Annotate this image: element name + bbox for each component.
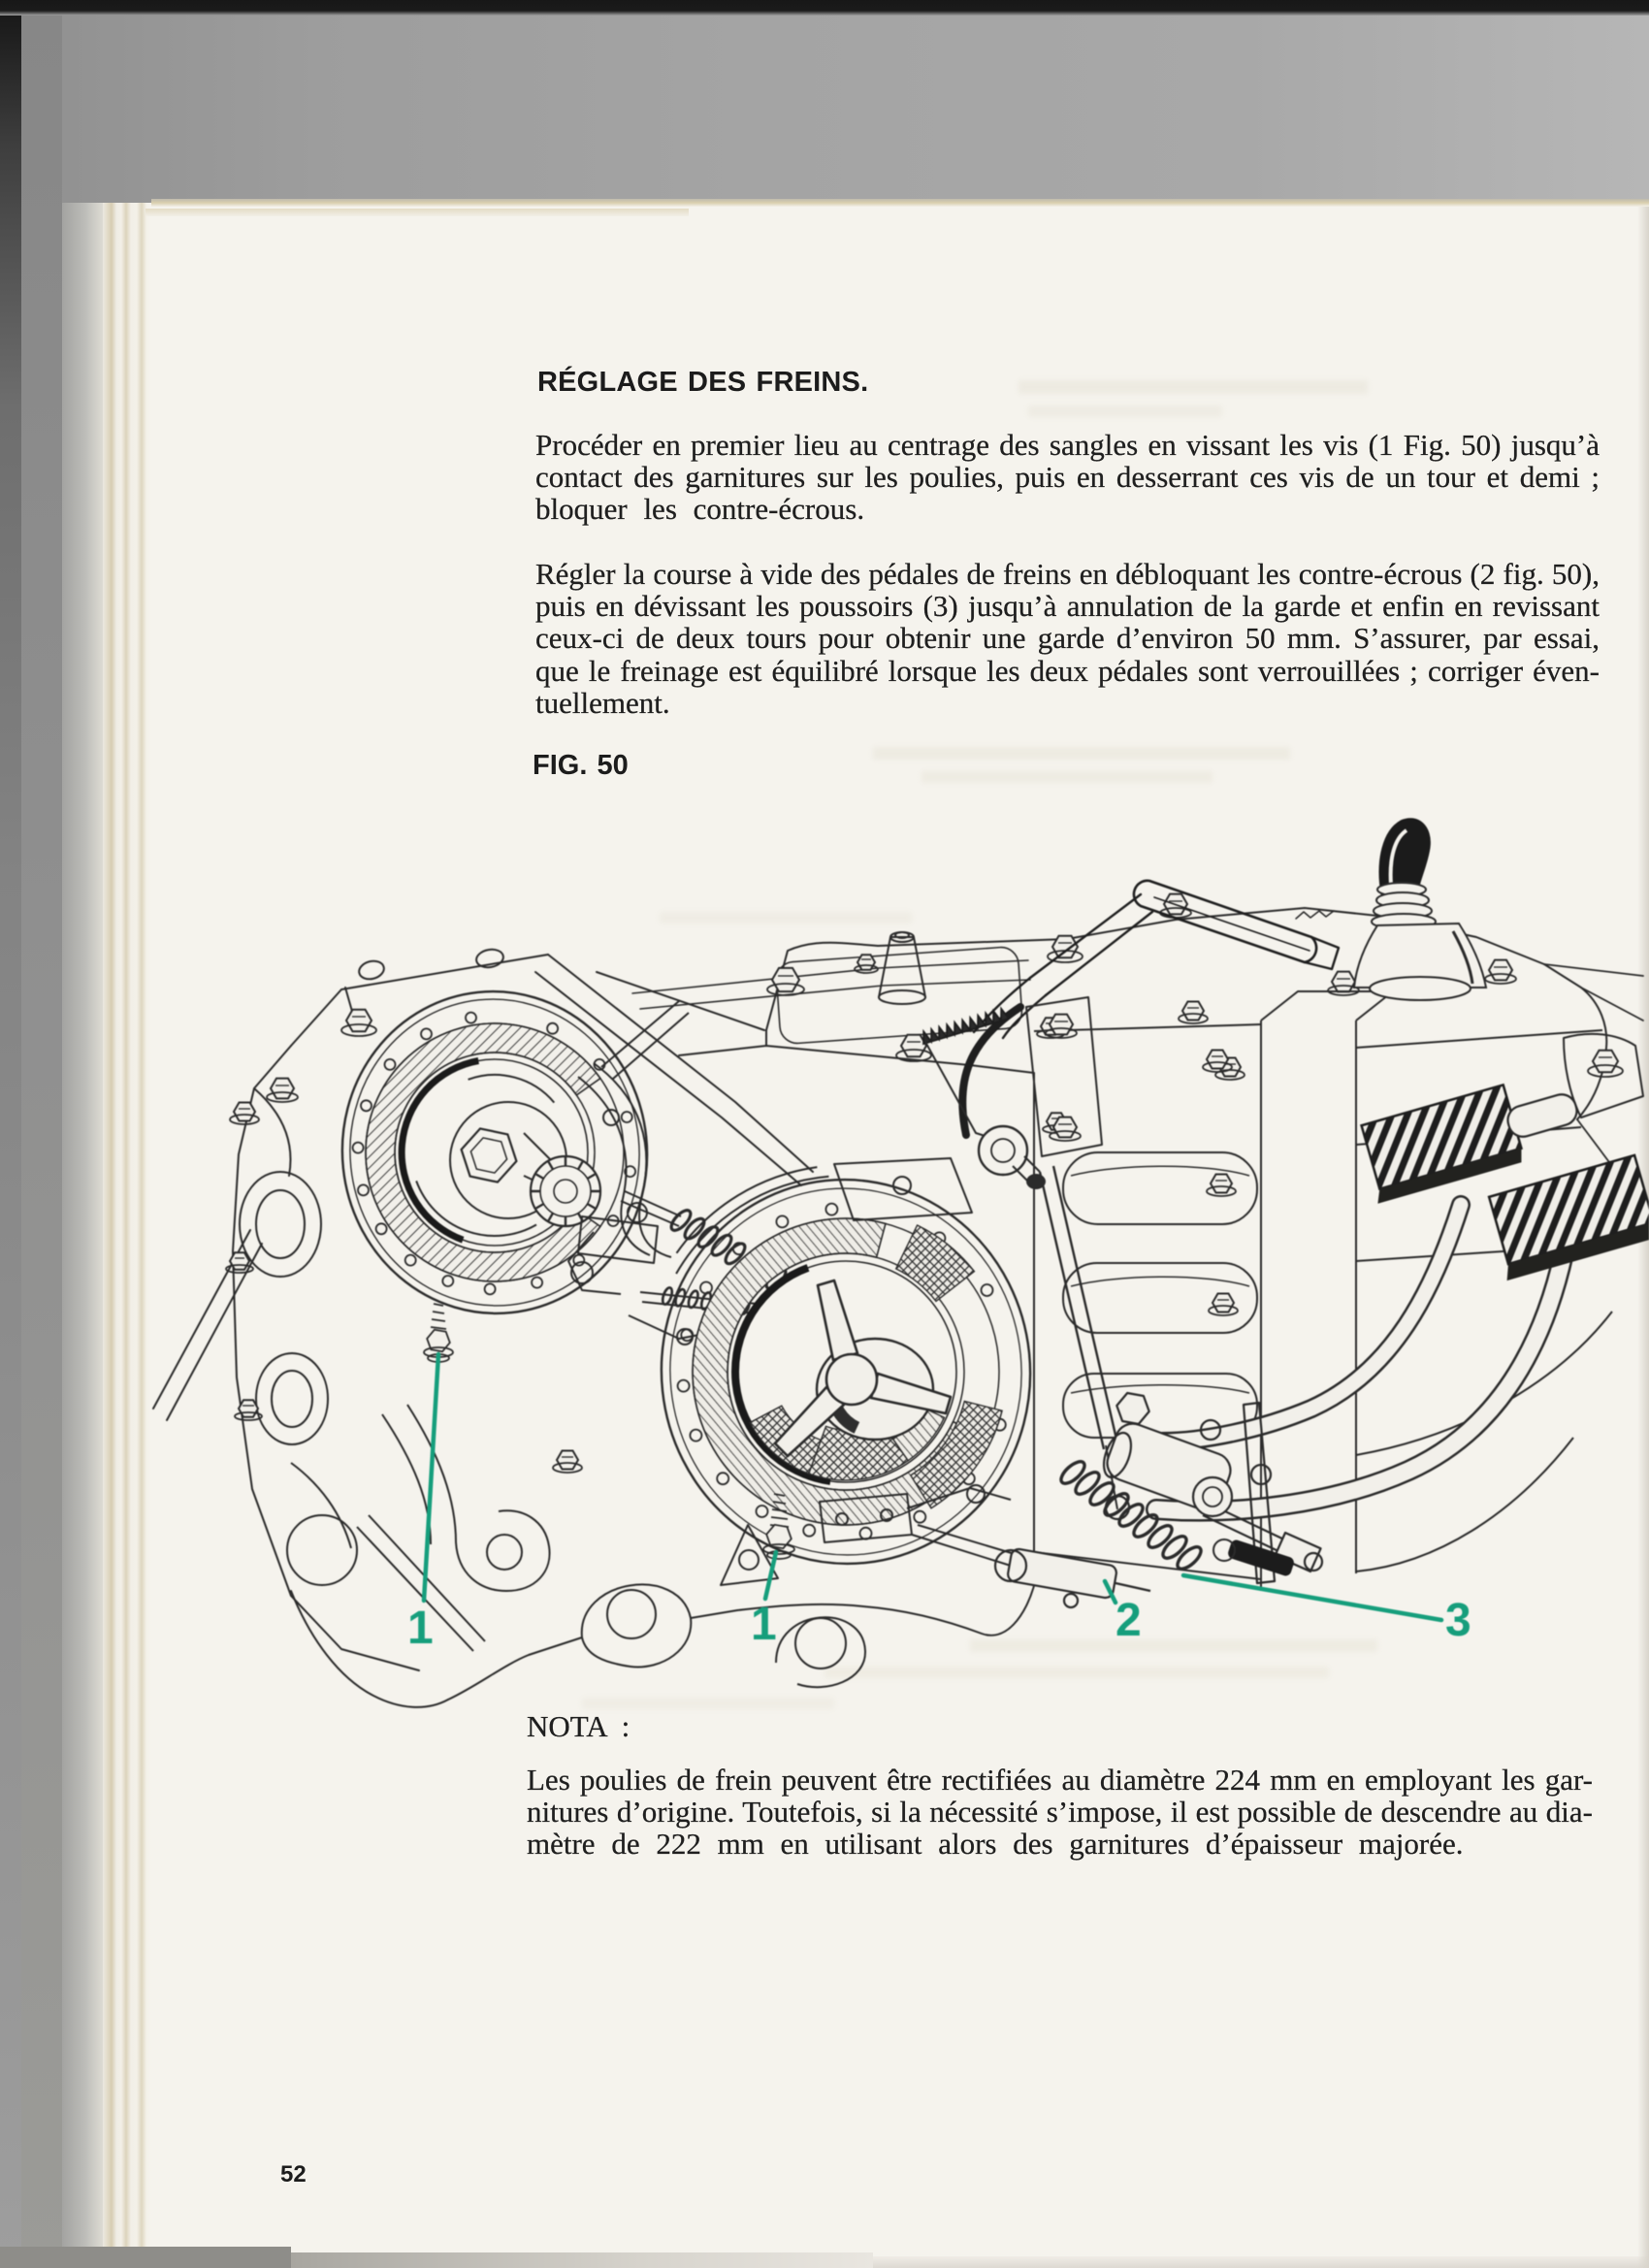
svg-text:2: 2 bbox=[1116, 1595, 1142, 1646]
svg-text:1: 1 bbox=[407, 1603, 434, 1654]
svg-text:1: 1 bbox=[751, 1599, 777, 1650]
svg-text:3: 3 bbox=[1445, 1595, 1471, 1646]
